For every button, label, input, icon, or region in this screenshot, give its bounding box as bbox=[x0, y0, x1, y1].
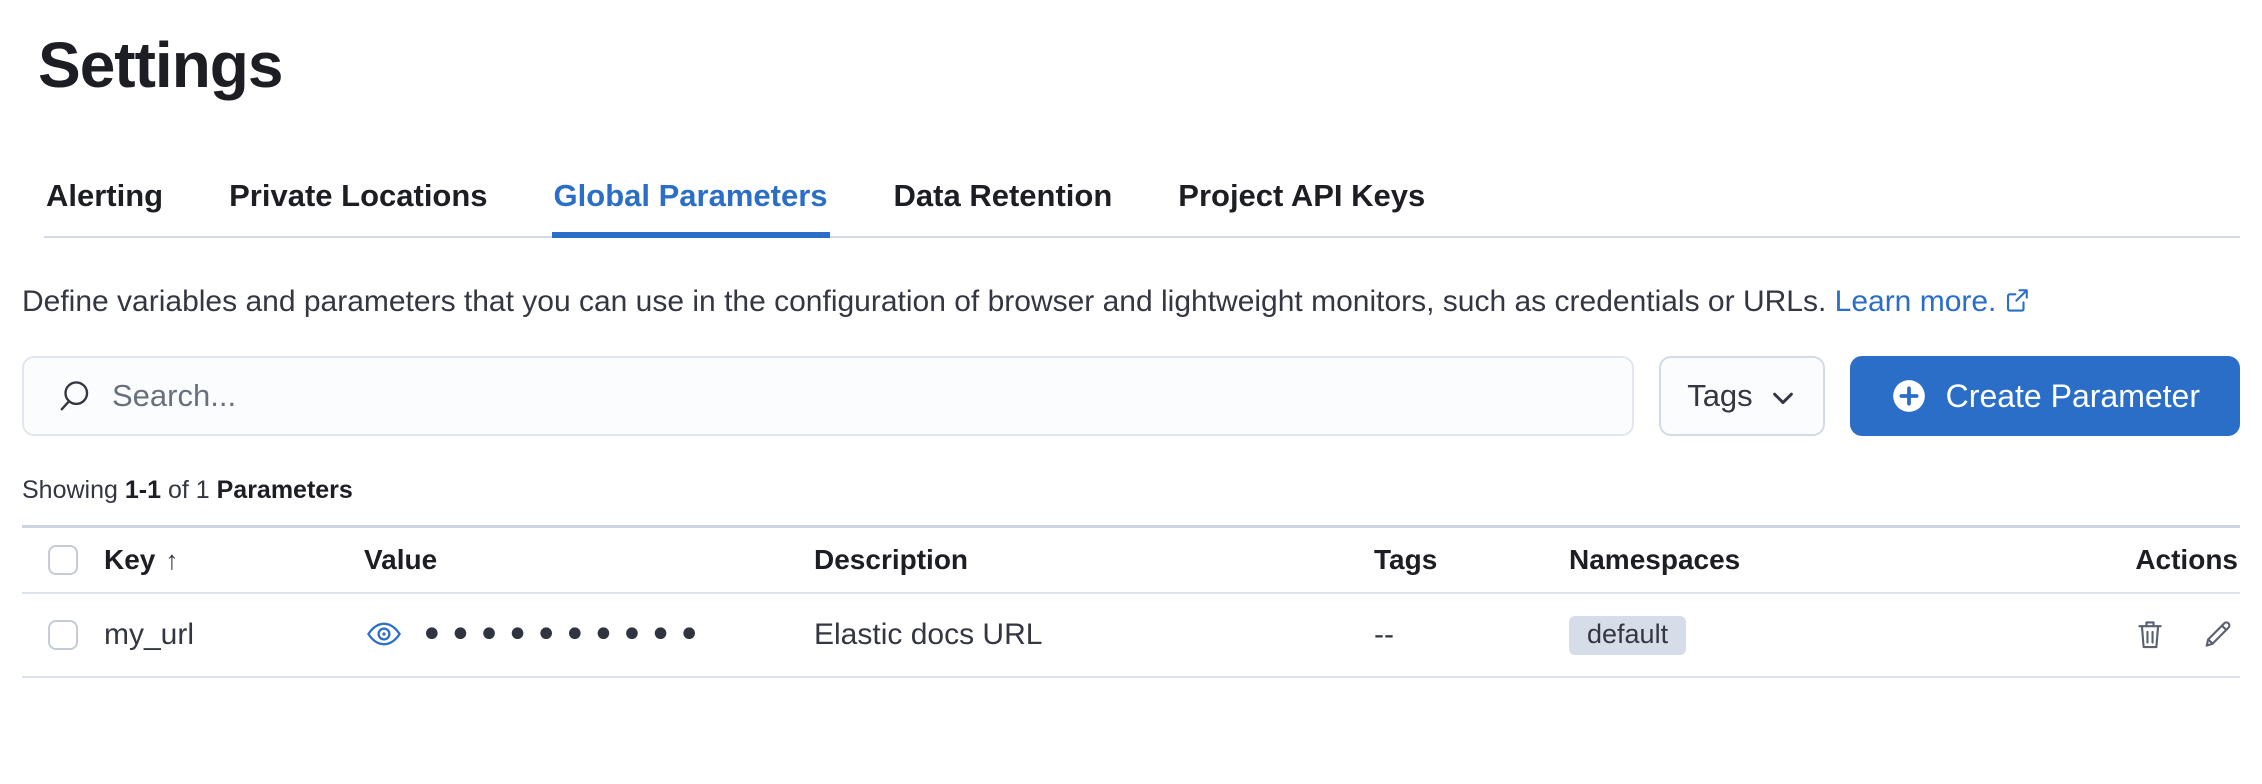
trash-icon bbox=[2133, 617, 2167, 654]
tags-filter-button[interactable]: Tags bbox=[1659, 356, 1825, 436]
table-row: my_url •••••••••• Elastic docs URL -- de bbox=[22, 594, 2240, 678]
edit-parameter-button[interactable] bbox=[2198, 615, 2238, 655]
namespace-badge: default bbox=[1569, 615, 1687, 655]
masked-value: •••••••••• bbox=[420, 612, 706, 658]
key-cell: my_url bbox=[104, 618, 195, 651]
parameters-table: Key ↑ Value Description Tags Namespaces … bbox=[22, 528, 2240, 678]
results-range: 1-1 bbox=[124, 476, 161, 504]
page-description: Define variables and parameters that you… bbox=[22, 278, 2240, 326]
results-summary: Showing 1-1 of 1 Parameters bbox=[22, 476, 353, 504]
tab-private-locations[interactable]: Private Locations bbox=[229, 178, 488, 213]
create-parameter-button[interactable]: Create Parameter bbox=[1849, 356, 2240, 436]
search-icon bbox=[56, 377, 94, 415]
eye-icon bbox=[366, 616, 402, 655]
parameters-toolbar: Tags Create Parameter bbox=[22, 356, 2240, 436]
search-input[interactable] bbox=[112, 378, 1609, 414]
settings-tabs: Alerting Private Locations Global Parame… bbox=[44, 180, 2240, 238]
search-box[interactable] bbox=[22, 356, 1635, 436]
column-header-tags: Tags bbox=[1374, 544, 1438, 575]
learn-more-link[interactable]: Learn more. bbox=[1835, 285, 2031, 318]
tab-data-retention[interactable]: Data Retention bbox=[893, 178, 1113, 213]
synthetics-settings-page: Settings Alerting Private Locations Glob… bbox=[0, 30, 2262, 784]
chevron-down-icon bbox=[1769, 384, 1797, 412]
select-all-checkbox[interactable] bbox=[48, 545, 78, 575]
select-all-cell bbox=[22, 545, 92, 575]
column-header-key[interactable]: Key ↑ bbox=[104, 544, 179, 575]
external-link-icon bbox=[2004, 280, 2030, 312]
pencil-icon bbox=[2201, 617, 2235, 654]
value-cell: •••••••••• bbox=[352, 615, 802, 655]
show-value-button[interactable] bbox=[364, 615, 404, 655]
tags-cell: -- bbox=[1374, 618, 1394, 651]
tab-project-api-keys[interactable]: Project API Keys bbox=[1178, 178, 1426, 213]
select-row-checkbox[interactable] bbox=[48, 620, 78, 650]
tab-alerting[interactable]: Alerting bbox=[46, 178, 164, 213]
namespaces-cell: default bbox=[1557, 615, 2117, 655]
tab-global-parameters[interactable]: Global Parameters bbox=[552, 180, 830, 238]
delete-parameter-button[interactable] bbox=[2130, 615, 2170, 655]
actions-cell bbox=[2117, 615, 2240, 655]
select-row-cell bbox=[22, 620, 92, 650]
results-entity: Parameters bbox=[216, 476, 353, 504]
column-header-namespaces: Namespaces bbox=[1569, 544, 1741, 575]
sort-ascending-icon: ↑ bbox=[165, 544, 179, 575]
table-top-divider bbox=[22, 525, 2240, 528]
column-header-actions: Actions bbox=[2135, 544, 2238, 575]
column-header-description: Description bbox=[814, 544, 969, 575]
table-header-row: Key ↑ Value Description Tags Namespaces … bbox=[22, 528, 2240, 594]
description-text: Define variables and parameters that you… bbox=[22, 285, 1827, 318]
column-header-value: Value bbox=[364, 544, 438, 575]
plus-in-circle-icon bbox=[1890, 377, 1928, 415]
page-title: Settings bbox=[38, 29, 283, 101]
description-cell: Elastic docs URL bbox=[814, 618, 1043, 651]
